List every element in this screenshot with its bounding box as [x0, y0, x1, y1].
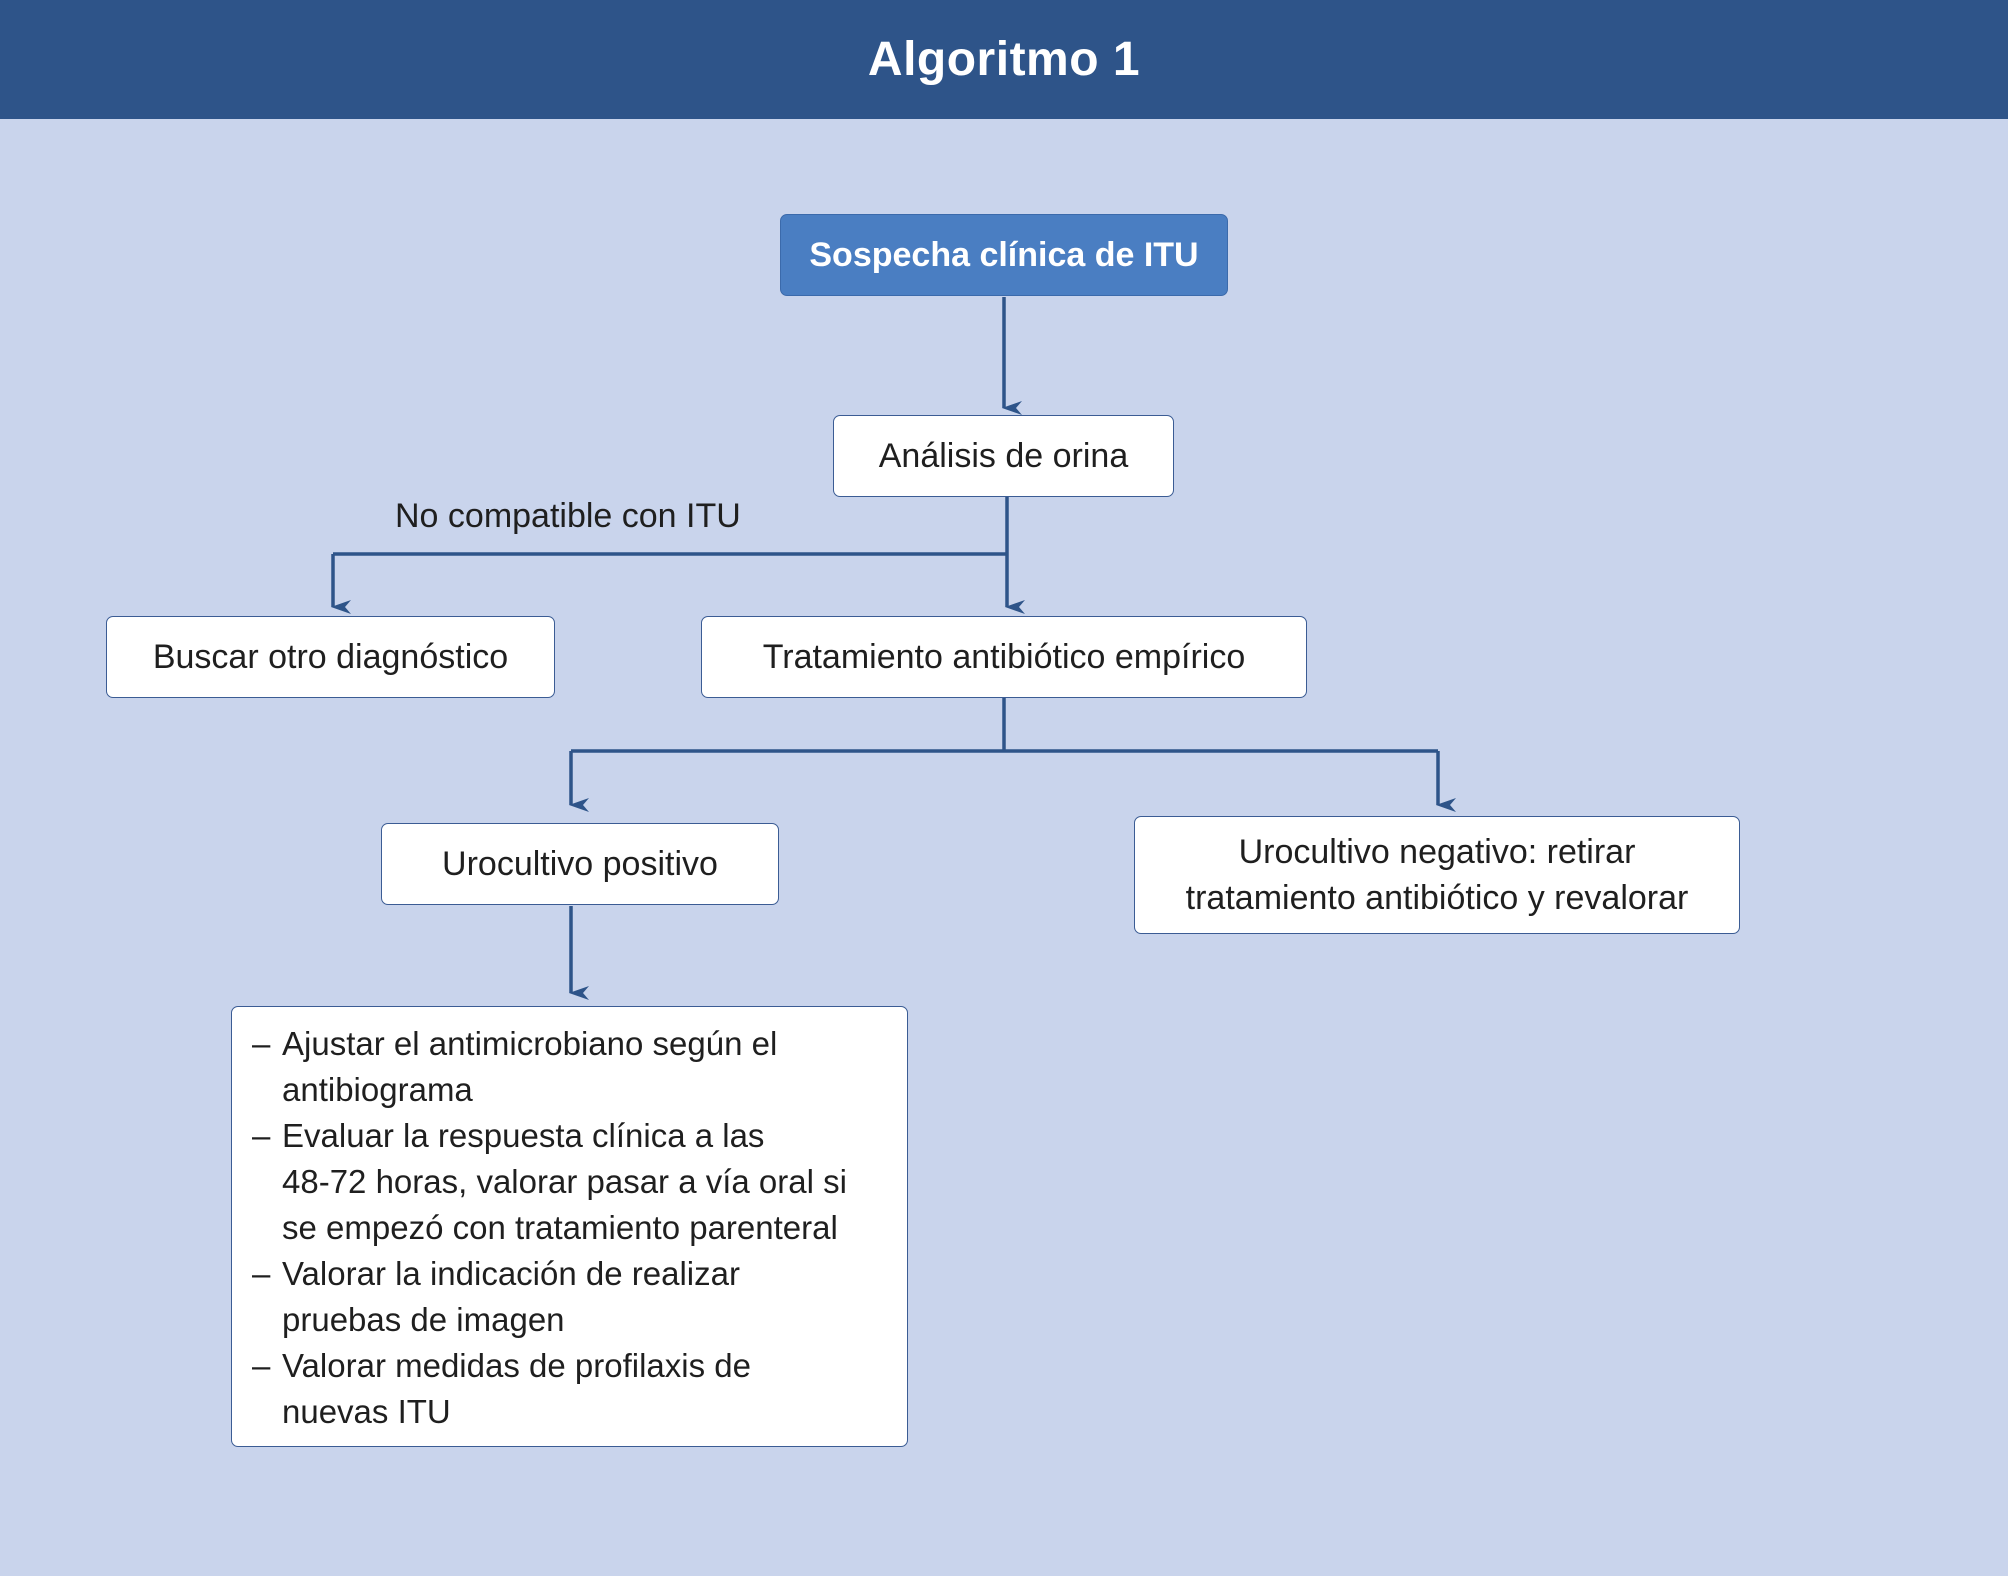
node-culture-negative-line2: tratamiento antibiótico y revalorar [1185, 879, 1689, 917]
node-culture-positive-label: Urocultivo positivo [442, 845, 718, 883]
header-bar: Algoritmo 1 [0, 0, 2008, 119]
node-clinical-suspicion: Sospecha clínica de ITU [780, 214, 1228, 296]
action-item: – Valorar medidas de profilaxis de nueva… [252, 1343, 887, 1435]
action-item-line: Ajustar el antimicrobiano según el [282, 1025, 778, 1062]
action-item-line: nuevas ITU [282, 1393, 451, 1430]
node-empiric-treatment-label: Tratamiento antibiótico empírico [762, 638, 1246, 676]
action-item-line: antibiograma [282, 1071, 473, 1108]
action-item-line: se empezó con tratamiento parenteral [282, 1209, 838, 1246]
bullet-dash: – [252, 1347, 271, 1384]
bullet-dash: – [252, 1117, 271, 1154]
action-item-line: pruebas de imagen [282, 1301, 565, 1338]
node-culture-negative-line1: Urocultivo negativo: retirar [1238, 833, 1636, 871]
actions-box: – Ajustar el antimicrobiano según el ant… [231, 1006, 908, 1447]
action-item: – Ajustar el antimicrobiano según el ant… [252, 1021, 887, 1113]
node-urine-analysis: Análisis de orina [833, 415, 1174, 497]
action-item-line: Evaluar la respuesta clínica a las [282, 1117, 765, 1154]
bullet-dash: – [252, 1255, 271, 1292]
node-culture-positive: Urocultivo positivo [381, 823, 779, 905]
node-culture-negative: Urocultivo negativo: retirar tratamiento… [1134, 816, 1740, 934]
page-title: Algoritmo 1 [867, 33, 1141, 86]
node-other-diagnosis-label: Buscar otro diagnóstico [152, 638, 509, 676]
action-item: – Valorar la indicación de realizar prue… [252, 1251, 887, 1343]
node-empiric-treatment: Tratamiento antibiótico empírico [701, 616, 1307, 698]
node-clinical-suspicion-label: Sospecha clínica de ITU [809, 236, 1199, 274]
action-item: – Evaluar la respuesta clínica a las 48-… [252, 1113, 887, 1251]
node-other-diagnosis: Buscar otro diagnóstico [106, 616, 555, 698]
action-item-line: 48-72 horas, valorar pasar a vía oral si [282, 1163, 847, 1200]
actions-list: – Ajustar el antimicrobiano según el ant… [252, 1021, 887, 1435]
action-item-line: Valorar medidas de profilaxis de [282, 1347, 751, 1384]
bullet-dash: – [252, 1025, 271, 1062]
edge-label-not-compatible: No compatible con ITU [395, 497, 741, 535]
action-item-line: Valorar la indicación de realizar [282, 1255, 740, 1292]
node-urine-analysis-label: Análisis de orina [878, 437, 1129, 475]
